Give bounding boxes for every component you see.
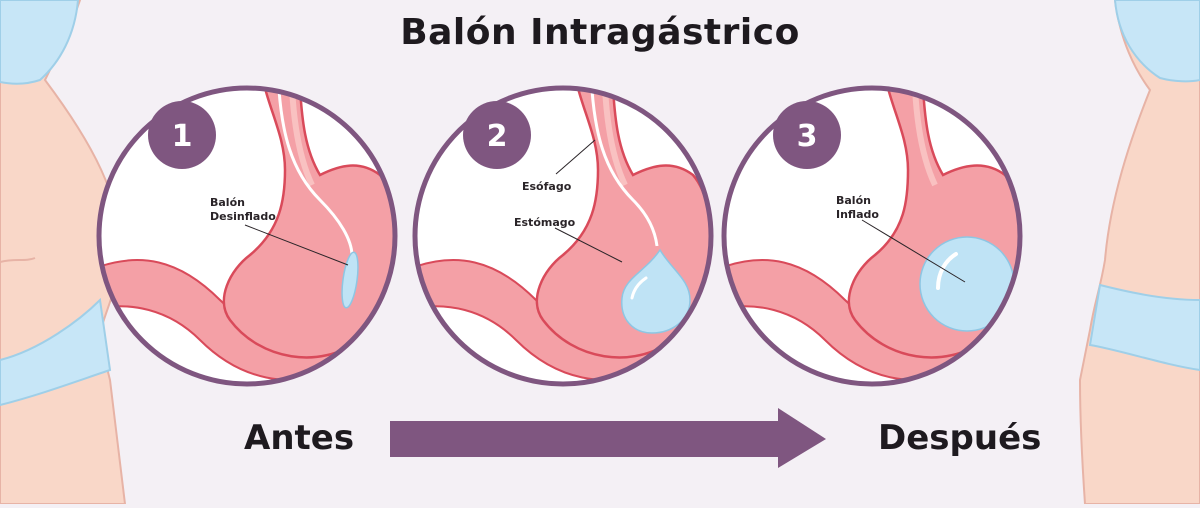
step-3-number: 3 xyxy=(797,119,818,154)
step-2-panel: Esófago Estómago 2 xyxy=(412,85,714,387)
step-2-label-esofago: Esófago xyxy=(522,180,572,193)
before-label: Antes xyxy=(244,418,355,458)
right-body-silhouette xyxy=(1078,0,1200,505)
step-3-label-line1: Balón xyxy=(836,194,871,207)
step-1-label-line2: Desinflado xyxy=(210,210,276,223)
after-label: Después xyxy=(878,418,1042,458)
step-1-panel: Balón Desinflado 1 xyxy=(96,85,398,387)
step-2-label-estomago: Estómago xyxy=(514,216,576,229)
step-2-number: 2 xyxy=(487,119,508,154)
step-3-panel: Balón Inflado 3 xyxy=(721,85,1023,387)
step-2-badge xyxy=(463,101,531,169)
page-title: Balón Intragástrico xyxy=(400,12,800,53)
step-1-number: 1 xyxy=(172,119,193,154)
left-body-silhouette xyxy=(0,0,127,505)
step-3-badge xyxy=(773,101,841,169)
step-3-label-line2: Inflado xyxy=(836,208,879,221)
step-1-badge xyxy=(148,101,216,169)
step-1-label-line1: Balón xyxy=(210,196,245,209)
progress-arrow xyxy=(390,408,826,468)
